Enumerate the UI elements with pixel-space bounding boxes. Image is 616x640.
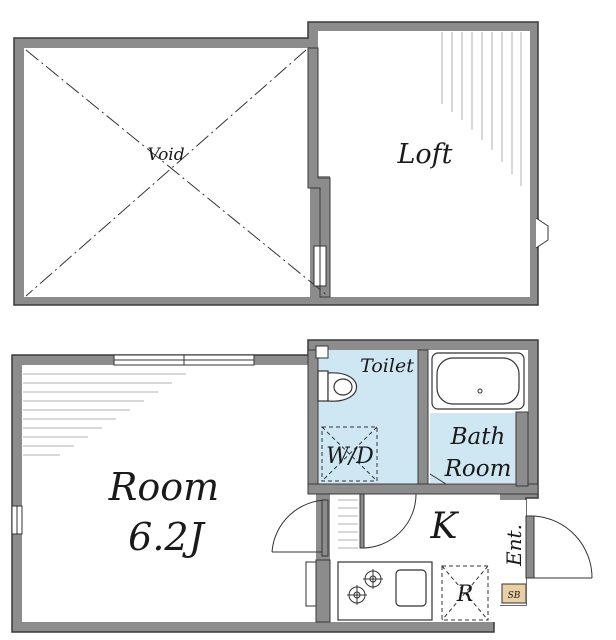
wall-stub [305, 561, 317, 607]
upper-floor: Void Loft [13, 21, 549, 306]
wall-room-kitchen [315, 559, 331, 623]
entrance-door-icon [525, 515, 593, 579]
wall-bath-inner [515, 411, 529, 487]
room-size-label: 6.2J [128, 515, 205, 559]
entrance-label: Ent. [502, 524, 526, 567]
wd-label: W/D [326, 444, 374, 469]
bath-door-icon [429, 473, 447, 485]
room-label: Room [108, 465, 219, 509]
stove-burner-icon [347, 585, 367, 605]
void-diagonal [25, 49, 329, 297]
room-door-swing-icon [271, 499, 329, 557]
refrigerator-label: R [456, 582, 474, 607]
wall-room-wet [307, 349, 319, 495]
room-area [22, 365, 316, 622]
kitchen-label: K [430, 506, 460, 547]
kitchen-step-lines [338, 499, 358, 549]
stove-burner-icon [363, 569, 383, 589]
toilet-icon [317, 370, 357, 402]
wet-door-swing-icon [359, 493, 417, 549]
shoe-box [501, 583, 527, 604]
toilet-label: Toilet [360, 355, 414, 377]
loft-area [318, 31, 530, 297]
void-diagonal [25, 49, 307, 297]
sink-icon [395, 569, 427, 607]
void-label: Void [147, 145, 184, 165]
refrigerator-space [441, 565, 489, 621]
bath-floor [430, 413, 526, 483]
partition-wall [307, 47, 331, 298]
washer-dryer-icon [321, 426, 378, 482]
loft-slope-lines [441, 32, 522, 186]
loft-window [535, 217, 549, 249]
wall-toilet-bath [417, 349, 429, 487]
bathtub-icon [431, 352, 525, 410]
loft-label: Loft [396, 139, 452, 170]
bath-label-1: Bath [450, 424, 506, 450]
bath-label-2: Room [444, 456, 512, 482]
shoe-box-label: SB [508, 591, 521, 601]
lower-floor: Toilet W/D Bath Room Room 6.2J K Ent. R … [11, 339, 593, 633]
room-slope-lines [23, 373, 186, 456]
wall-corner-post [315, 345, 329, 359]
wall-wet-kitchen [307, 483, 539, 495]
